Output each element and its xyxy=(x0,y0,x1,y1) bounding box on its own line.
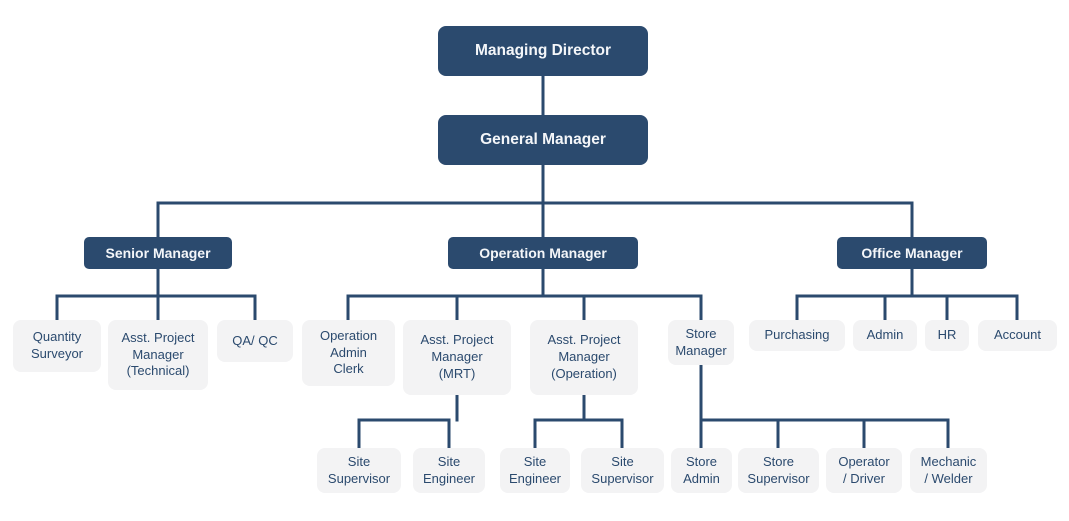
connector-store-manager-children xyxy=(699,363,950,450)
org-node-label: QA/ QC xyxy=(232,332,278,348)
org-node-label: Purchasing xyxy=(764,327,830,343)
org-node-label: Senior Manager xyxy=(105,244,211,261)
org-node-label: Asst. Project Manager (Technical) xyxy=(121,329,195,379)
org-node-label: Admin xyxy=(866,327,904,343)
org-node-senior-manager: Senior Manager xyxy=(84,237,232,269)
org-node-operation-manager: Operation Manager xyxy=(448,237,638,269)
org-node-label: Site Engineer xyxy=(422,453,476,486)
org-node-asst-project-manager-mrt: Asst. Project Manager (MRT) xyxy=(403,320,511,395)
org-node-general-manager: General Manager xyxy=(438,115,648,165)
org-node-site-supervisor-mrt: Site Supervisor xyxy=(317,448,401,493)
org-node-label: Asst. Project Manager (MRT) xyxy=(420,332,494,381)
org-node-label: Operation Admin Clerk xyxy=(319,327,378,377)
org-node-label: HR xyxy=(937,327,957,343)
org-node-store-manager: Store Manager xyxy=(668,320,734,365)
org-node-label: Site Supervisor xyxy=(591,453,654,486)
org-node-label: Office Manager xyxy=(861,244,963,261)
org-node-label: Site Engineer xyxy=(508,453,562,486)
org-node-site-supervisor-operation: Site Supervisor xyxy=(581,448,664,493)
org-node-operation-admin-clerk: Operation Admin Clerk xyxy=(302,320,395,386)
connector-apm-operation-children xyxy=(533,393,624,450)
connector-office-manager-children xyxy=(795,267,1019,322)
org-node-asst-project-manager-technical: Asst. Project Manager (Technical) xyxy=(108,320,208,390)
connector-senior-manager-children xyxy=(55,267,257,322)
connector-gm-to-managers xyxy=(156,163,914,239)
org-node-label: General Manager xyxy=(480,130,606,148)
org-node-hr: HR xyxy=(925,320,969,351)
org-node-label: Store Admin xyxy=(683,453,720,486)
org-node-managing-director: Managing Director xyxy=(438,26,648,76)
org-node-label: Site Supervisor xyxy=(327,453,391,486)
org-node-office-manager: Office Manager xyxy=(837,237,987,269)
org-node-account: Account xyxy=(978,320,1057,351)
org-node-admin: Admin xyxy=(853,320,917,351)
org-node-label: Operation Manager xyxy=(479,244,607,261)
connector-apm-mrt-children xyxy=(357,393,459,450)
org-node-operator-driver: Operator / Driver xyxy=(826,448,902,493)
org-node-label: Store Manager xyxy=(675,325,727,358)
org-node-store-supervisor: Store Supervisor xyxy=(738,448,819,493)
org-node-store-admin: Store Admin xyxy=(671,448,732,493)
org-node-label: Asst. Project Manager (Operation) xyxy=(547,332,621,381)
org-node-asst-project-manager-operation: Asst. Project Manager (Operation) xyxy=(530,320,638,395)
org-node-site-engineer-operation: Site Engineer xyxy=(500,448,570,493)
org-node-qa-qc: QA/ QC xyxy=(217,320,293,362)
org-node-label: Quantity Surveyor xyxy=(30,329,84,361)
connector-operation-manager-children xyxy=(346,267,703,322)
org-node-purchasing: Purchasing xyxy=(749,320,845,351)
org-node-label: Managing Director xyxy=(474,41,612,59)
org-node-label: Store Supervisor xyxy=(747,453,810,486)
org-node-label: Mechanic / Welder xyxy=(920,453,977,486)
org-node-mechanic-welder: Mechanic / Welder xyxy=(910,448,987,493)
org-node-label: Account xyxy=(994,327,1041,343)
org-node-site-engineer-mrt: Site Engineer xyxy=(413,448,485,493)
org-node-label: Operator / Driver xyxy=(838,453,890,486)
org-node-quantity-surveyor: Quantity Surveyor xyxy=(13,320,101,372)
